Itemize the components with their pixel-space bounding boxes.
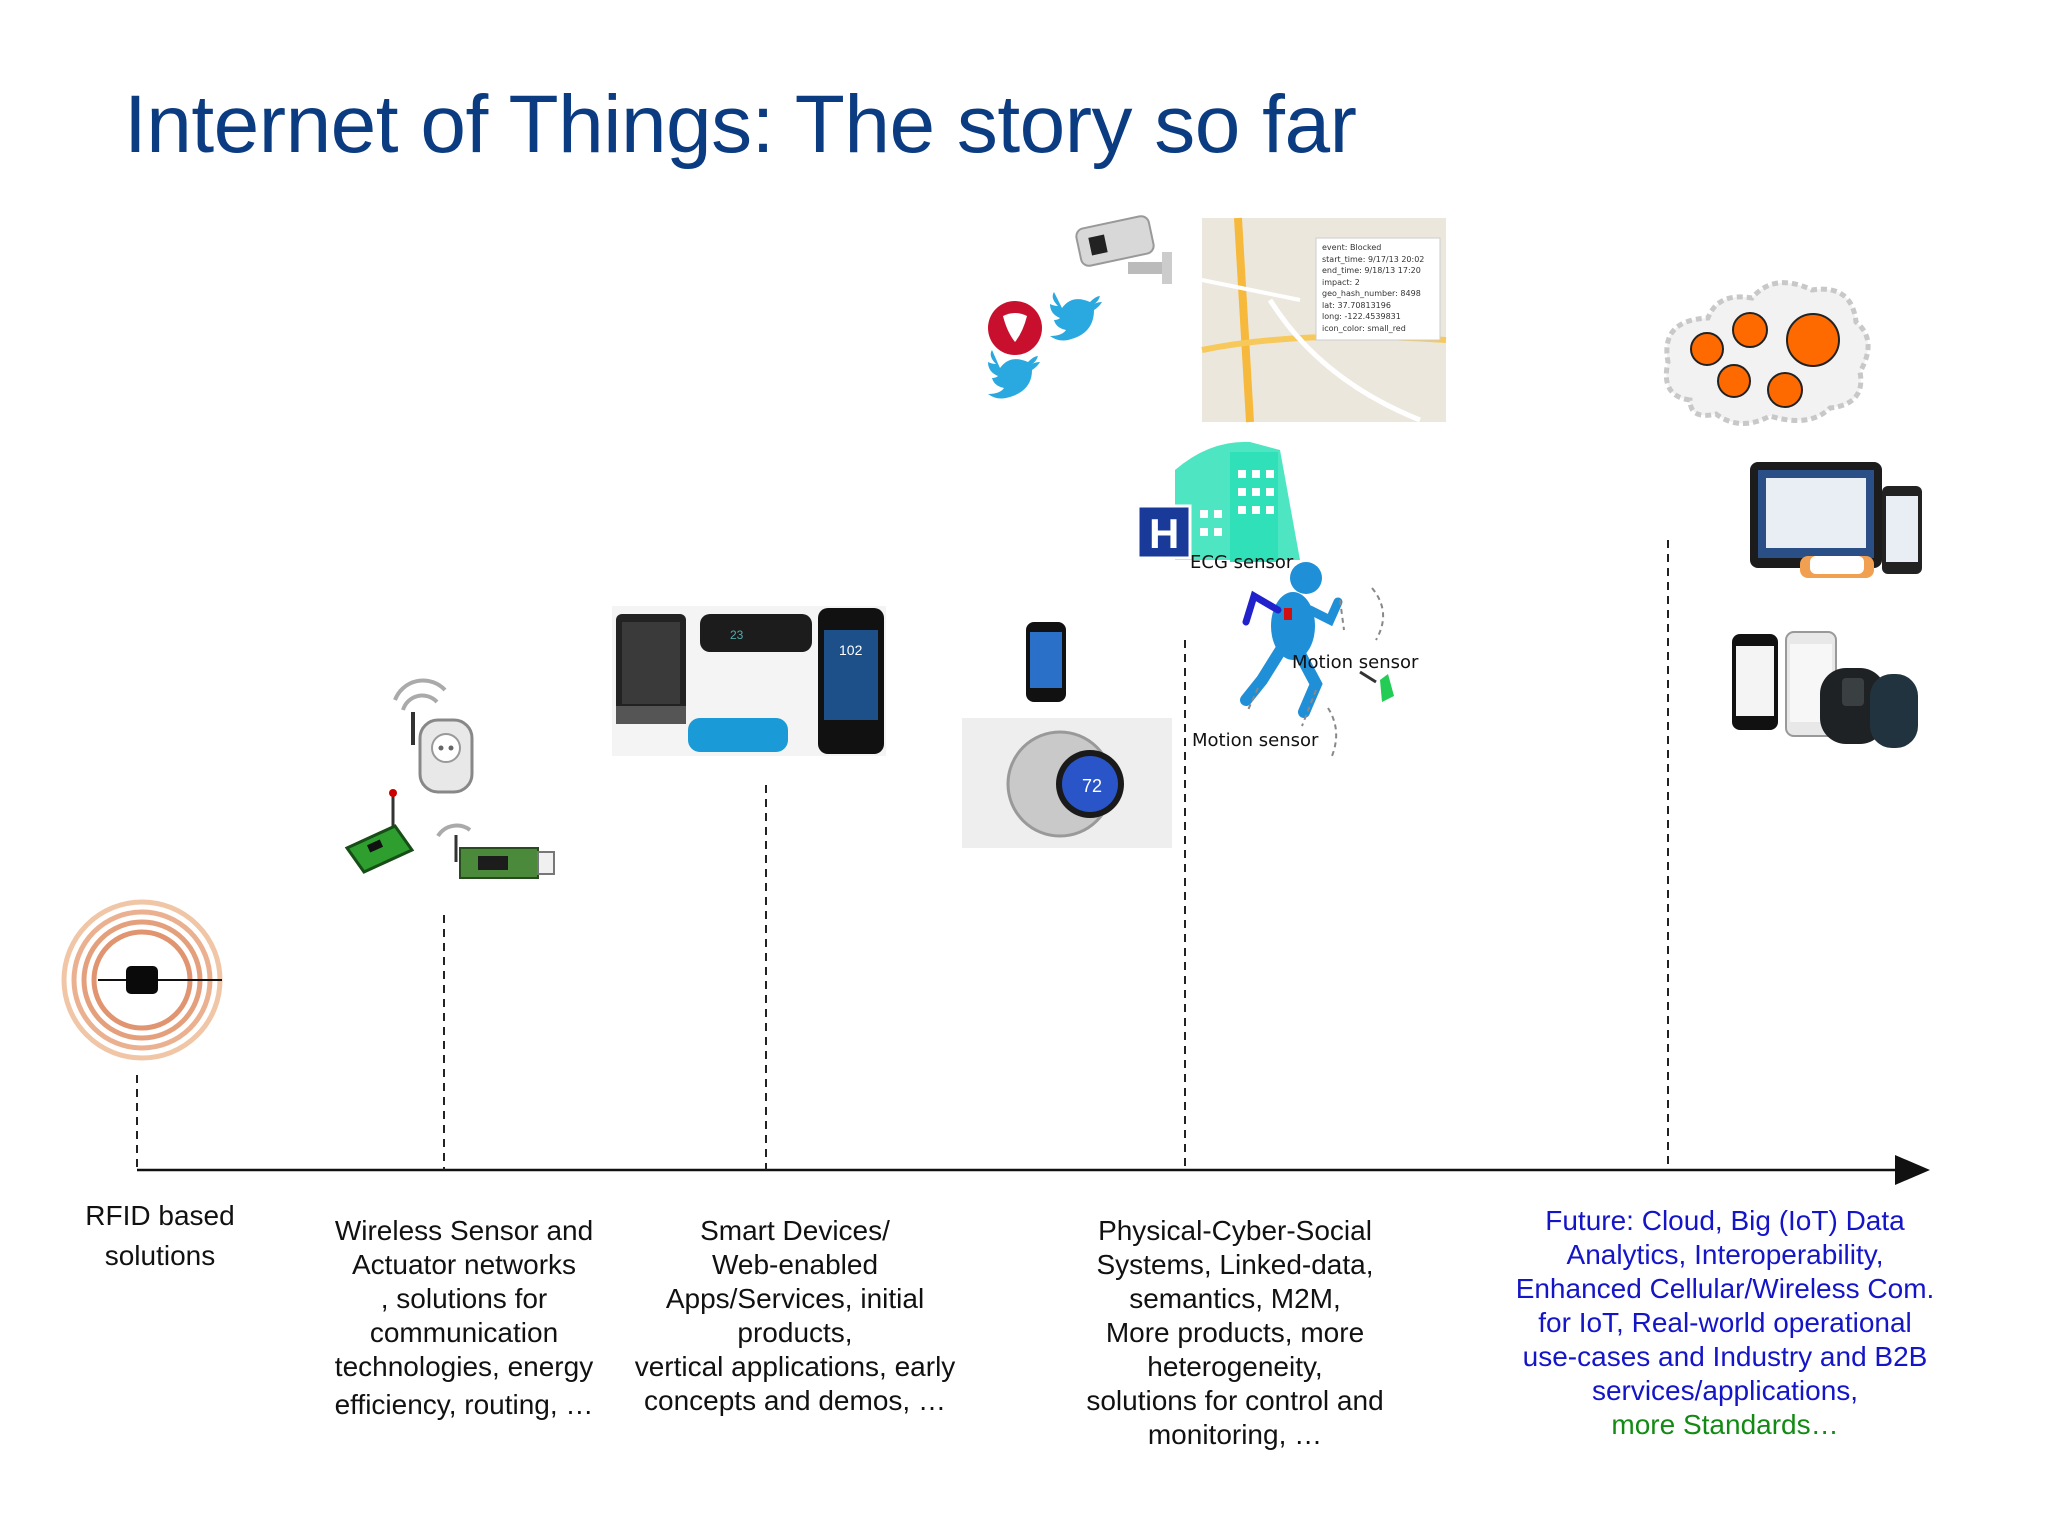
caption-line: Actuator networks xyxy=(351,1249,577,1280)
map-popup-line: end_time: 9/18/13 17:20 xyxy=(1322,266,1421,275)
wearables-icon xyxy=(1732,631,1918,748)
rfid-tag-icon xyxy=(61,899,223,1061)
smart-devices-collage: 23 102 xyxy=(612,606,886,756)
sensor-node-icon xyxy=(344,789,415,874)
caption-line: More products, more xyxy=(1105,1317,1365,1348)
band-reading: 23 xyxy=(730,628,744,642)
caption-line: RFID based xyxy=(85,1200,235,1231)
cloud-icon xyxy=(1663,280,1871,426)
hospital-letter: H xyxy=(1149,510,1179,557)
map-popup-line: start_time: 9/17/13 20:02 xyxy=(1322,254,1425,264)
dashboard-tablet-icon xyxy=(1750,462,1922,578)
smartphone-icon xyxy=(1026,622,1066,702)
caption-line: products, xyxy=(737,1317,853,1348)
hospital-icon: H xyxy=(1136,441,1300,562)
ecg-sensor-label: ECG sensor xyxy=(1190,552,1294,573)
caption-line: semantics, M2M, xyxy=(1129,1283,1341,1314)
map-popup: event: Blocked start_time: 9/17/13 20:02… xyxy=(1322,242,1424,334)
caption-line: Analytics, Interoperability, xyxy=(1566,1239,1884,1270)
smart-plug-icon xyxy=(393,678,474,794)
social-icons xyxy=(988,292,1102,399)
phone-temp: 102 xyxy=(839,642,863,658)
caption-line: services/applications, xyxy=(1591,1375,1859,1406)
caption-line: Smart Devices/ xyxy=(700,1215,890,1246)
caption-line: solutions for control and xyxy=(1086,1385,1384,1416)
thermostat-icon: 72 xyxy=(962,718,1172,848)
caption-line: heterogeneity, xyxy=(1147,1351,1323,1382)
usb-mote-icon xyxy=(436,823,555,879)
caption-line: Wireless Sensor and xyxy=(334,1215,594,1246)
slide-title: Internet of Things: The story so far xyxy=(124,79,1357,170)
caption-line: technologies, energy xyxy=(334,1351,594,1382)
caption-line: Systems, Linked-data, xyxy=(1096,1249,1374,1280)
map-popup-line: geo_hash_number: 8498 xyxy=(1322,289,1421,298)
stage-caption-rfid: RFID based solutions xyxy=(60,1196,260,1276)
caption-line: Physical-Cyber-Social xyxy=(1098,1215,1372,1246)
caption-line: use-cases and Industry and B2B xyxy=(1522,1341,1928,1372)
stage-caption-future: Future: Cloud, Big (IoT) Data Analytics,… xyxy=(1490,1204,1960,1442)
map-popup-line: icon_color: small_red xyxy=(1322,323,1406,333)
caption-line: solutions xyxy=(104,1240,216,1271)
motion-sensor-label-2: Motion sensor xyxy=(1192,730,1319,751)
stage-caption-smart: Smart Devices/ Web-enabled Apps/Services… xyxy=(620,1214,970,1418)
runner-figure-icon xyxy=(1240,562,1394,757)
motion-sensor-label-1: Motion sensor xyxy=(1292,652,1419,673)
thermostat-value: 72 xyxy=(1082,776,1102,796)
caption-line: Web-enabled xyxy=(711,1249,879,1280)
map-popup-line: event: Blocked xyxy=(1322,243,1382,252)
caption-line: for IoT, Real-world operational xyxy=(1538,1307,1912,1338)
caption-line: Future: Cloud, Big (IoT) Data xyxy=(1545,1205,1905,1236)
caption-line-standards: more Standards… xyxy=(1611,1409,1839,1440)
caption-line: Enhanced Cellular/Wireless Com. xyxy=(1515,1273,1935,1304)
caption-line: communication xyxy=(369,1317,559,1348)
map-popup-line: lat: 37.70813196 xyxy=(1322,300,1391,310)
stage-caption-wsn: Wireless Sensor and Actuator networks , … xyxy=(304,1214,624,1422)
caption-line: concepts and demos, … xyxy=(644,1385,946,1416)
caption-line: Apps/Services, initial xyxy=(665,1283,925,1314)
caption-line: monitoring, … xyxy=(1147,1419,1323,1450)
caption-line: efficiency, routing, … xyxy=(334,1389,594,1420)
caption-line: vertical applications, early xyxy=(634,1351,956,1382)
map-popup-line: long: -122.4539831 xyxy=(1322,312,1401,321)
map-popup-line: impact: 2 xyxy=(1322,277,1360,287)
map-image xyxy=(1201,217,1447,423)
caption-line: , solutions for xyxy=(380,1283,548,1314)
stage-caption-pcss: Physical-Cyber-Social Systems, Linked-da… xyxy=(1060,1214,1410,1452)
security-camera-icon xyxy=(1075,215,1172,284)
